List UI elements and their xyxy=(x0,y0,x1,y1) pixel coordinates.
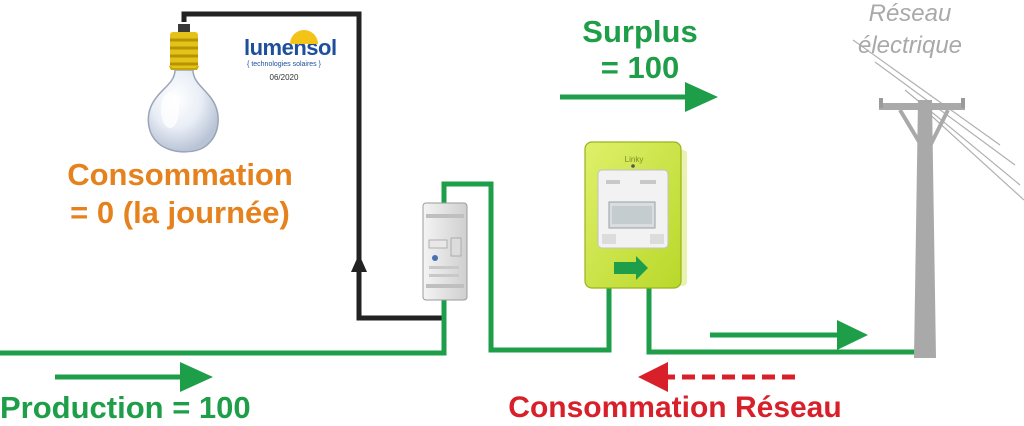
grid-label-line1: Réseau xyxy=(868,0,952,27)
surplus-arrow-head xyxy=(685,82,718,112)
to-grid-arrow-head xyxy=(837,320,868,350)
surplus-label-line2: = 100 xyxy=(600,50,680,85)
electrical-panel xyxy=(422,202,468,301)
bulb-wire-arrow xyxy=(351,254,367,272)
grid-consumption-label: Consommation Réseau xyxy=(508,391,842,424)
production-arrow-head xyxy=(180,362,213,392)
consumption-label: Consommation = 0 (la journée) xyxy=(45,156,315,232)
grid-consumption-arrow-head xyxy=(638,362,668,392)
logo-brand: lumensol xyxy=(244,35,337,60)
light-bulb-icon xyxy=(147,24,219,153)
consumption-label-line1: Consommation xyxy=(67,157,293,192)
bulb-wire xyxy=(181,11,444,321)
surplus-label: Surplus = 100 xyxy=(560,14,720,86)
panel-to-meter-line xyxy=(441,181,612,353)
consumption-label-line2: = 0 (la journée) xyxy=(70,195,290,230)
linky-brand-text: Linky xyxy=(625,155,644,164)
meter-to-grid-line xyxy=(646,282,922,355)
sun-icon xyxy=(290,30,318,44)
lumensol-logo: lumensol { technologies solaires } 06/20… xyxy=(244,30,337,84)
surplus-label-line1: Surplus xyxy=(582,14,698,49)
utility-pole xyxy=(852,39,1024,358)
logo-tagline: { technologies solaires } xyxy=(247,61,321,68)
grid-label: Réseau électrique xyxy=(835,0,985,62)
logo-date: 06/2020 xyxy=(269,73,299,82)
production-line xyxy=(0,300,447,356)
linky-meter: Linky xyxy=(584,141,687,289)
grid-label-line2: électrique xyxy=(857,32,963,59)
production-label: Production = 100 xyxy=(0,390,251,425)
